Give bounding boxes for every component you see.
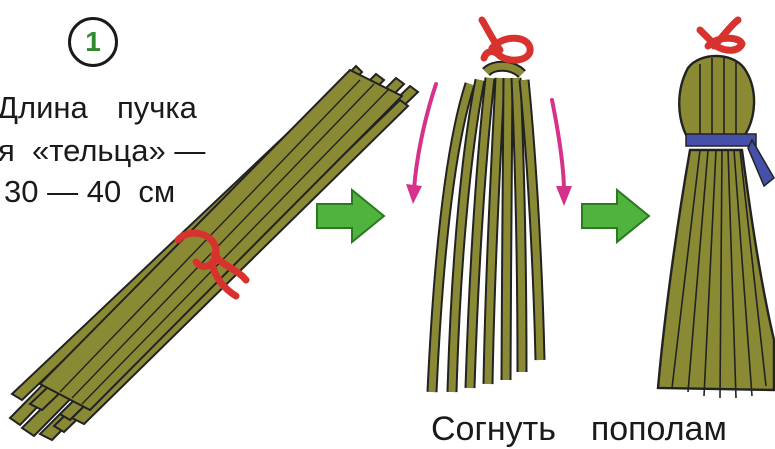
green-arrow-icon — [317, 190, 384, 242]
green-arrow-icon — [582, 190, 649, 242]
bend-in-half-caption: Согнуть пополам — [431, 412, 727, 446]
straw-bundle-icon — [432, 66, 540, 392]
red-string-icon — [700, 20, 742, 50]
straw-bundle-icon — [658, 56, 774, 398]
red-string-icon — [482, 20, 530, 60]
